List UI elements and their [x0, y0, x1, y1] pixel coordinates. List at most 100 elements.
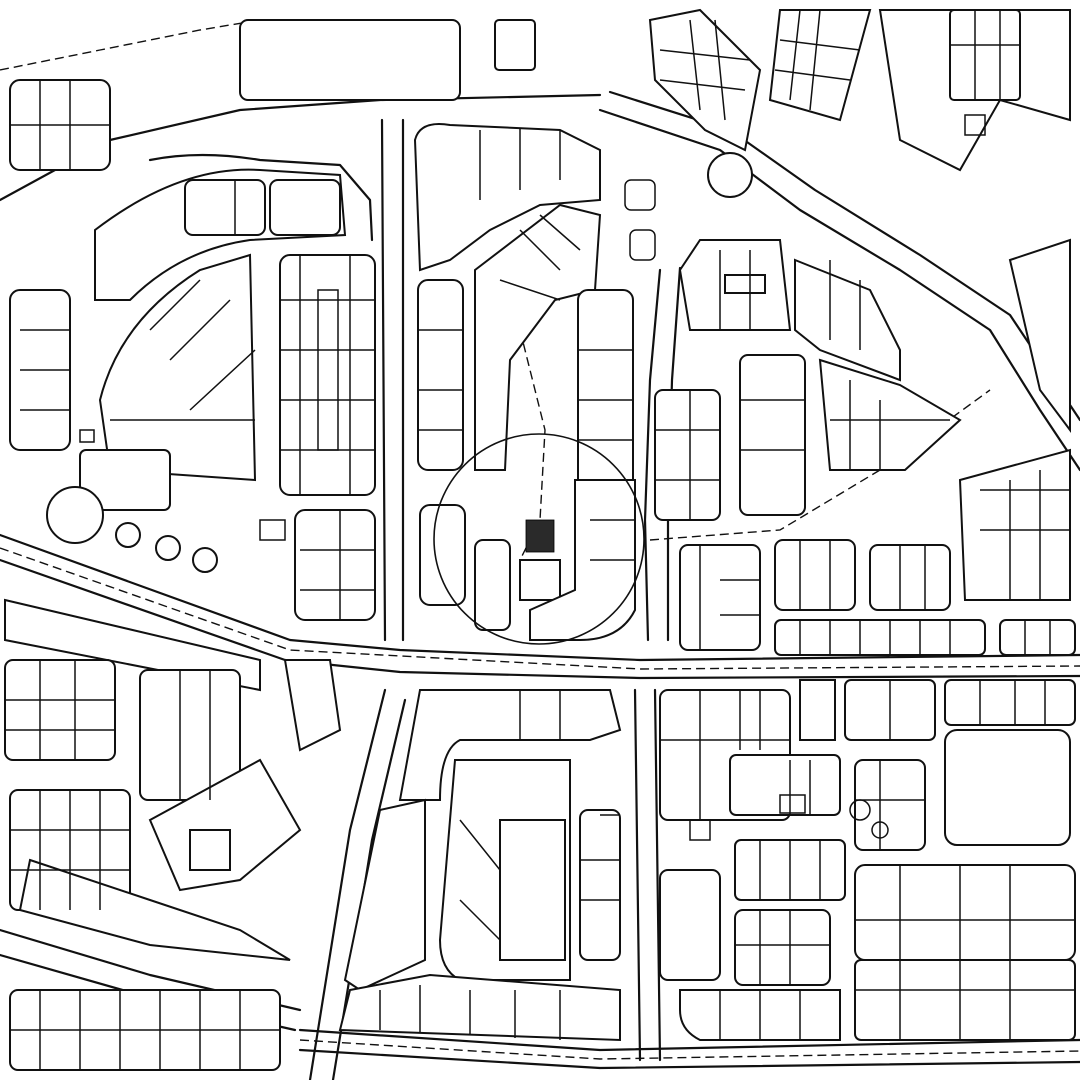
block	[499, 819, 566, 961]
block	[148, 758, 302, 892]
storage-tank	[115, 522, 141, 548]
dashed-path-north	[0, 19, 261, 71]
small-structures	[79, 114, 986, 841]
block	[294, 509, 376, 621]
railway-south-edge	[298, 1048, 1080, 1070]
lot-lines	[719, 250, 861, 350]
structure	[79, 429, 95, 443]
block	[854, 864, 1076, 961]
block	[98, 253, 257, 482]
railway-track	[299, 1039, 1080, 1060]
lot-lines	[110, 279, 256, 421]
block	[774, 619, 986, 656]
block	[474, 203, 602, 471]
east-avenue-east-edge	[653, 688, 662, 1062]
storage-tank	[192, 547, 218, 573]
block	[4, 598, 261, 692]
structure	[871, 821, 889, 839]
city-blocks-southeast	[659, 679, 1076, 1041]
block	[184, 179, 266, 236]
block	[739, 354, 806, 516]
city-blocks-centre	[413, 123, 753, 645]
structure	[629, 229, 656, 261]
lot-lines	[10, 990, 280, 1070]
block	[279, 254, 376, 496]
lot-lines	[418, 329, 633, 441]
railway-north-edge	[298, 1028, 1080, 1052]
north-loop-road	[148, 153, 374, 242]
block	[413, 123, 601, 272]
structure	[259, 519, 286, 541]
block	[729, 754, 841, 816]
lot-lines	[655, 390, 805, 520]
block	[818, 358, 962, 471]
lot-lines	[300, 510, 375, 620]
block	[398, 689, 622, 801]
structure	[779, 794, 806, 814]
block	[724, 274, 766, 294]
lot-lines	[855, 680, 1046, 850]
lot-lines	[479, 128, 561, 200]
block	[417, 279, 464, 471]
block	[579, 809, 621, 961]
arterial-road-ns-west-edge	[308, 118, 387, 1080]
block	[648, 8, 762, 152]
block	[419, 504, 466, 606]
lot-lines	[499, 214, 581, 301]
block	[494, 19, 536, 71]
structure	[689, 819, 711, 841]
block	[958, 448, 1071, 601]
block	[338, 973, 621, 1042]
block	[79, 449, 171, 511]
block	[283, 659, 342, 752]
lot-lines	[774, 9, 1020, 111]
block	[659, 869, 721, 981]
block	[519, 559, 561, 601]
lot-lines	[735, 840, 830, 985]
block	[794, 258, 901, 382]
block	[869, 544, 951, 611]
block	[854, 759, 926, 851]
structure	[849, 799, 871, 821]
lot-lines	[379, 985, 561, 1040]
block	[944, 729, 1071, 846]
block	[854, 959, 1076, 1041]
lot-lines	[5, 660, 211, 800]
block	[734, 909, 831, 986]
structure	[624, 179, 656, 211]
lot-lines	[234, 180, 375, 495]
highway-ne-west-edge	[598, 108, 1080, 472]
block	[18, 858, 291, 961]
block	[343, 798, 426, 992]
city-blocks-southwest	[4, 598, 342, 1071]
site-marker	[525, 519, 555, 553]
structure	[964, 114, 986, 136]
block	[1008, 238, 1071, 433]
lot-lines	[699, 540, 926, 650]
lot-lines	[980, 470, 1070, 600]
city-blocks-south-centre	[338, 689, 622, 1042]
arterial-road-ew-north-edge	[0, 533, 1080, 662]
arterial-road-ew-south-edge	[0, 558, 1080, 680]
block	[944, 679, 1076, 726]
lot-lines	[10, 80, 110, 411]
block	[474, 539, 511, 631]
block	[774, 539, 856, 611]
focus-circle	[433, 433, 645, 645]
lot-lines	[10, 790, 130, 910]
block	[768, 9, 872, 122]
block	[799, 679, 836, 741]
lot-lines	[719, 865, 1075, 1040]
block	[949, 9, 1021, 101]
block	[239, 19, 461, 101]
block	[577, 289, 634, 491]
lot-lines	[459, 814, 620, 941]
block	[4, 659, 116, 761]
east-avenue-west-edge	[633, 688, 642, 1062]
lot-lines	[660, 690, 811, 820]
arterial-road-ns-east-edge	[331, 118, 407, 1080]
block	[679, 544, 761, 651]
east-ring-road-outer	[643, 268, 662, 642]
